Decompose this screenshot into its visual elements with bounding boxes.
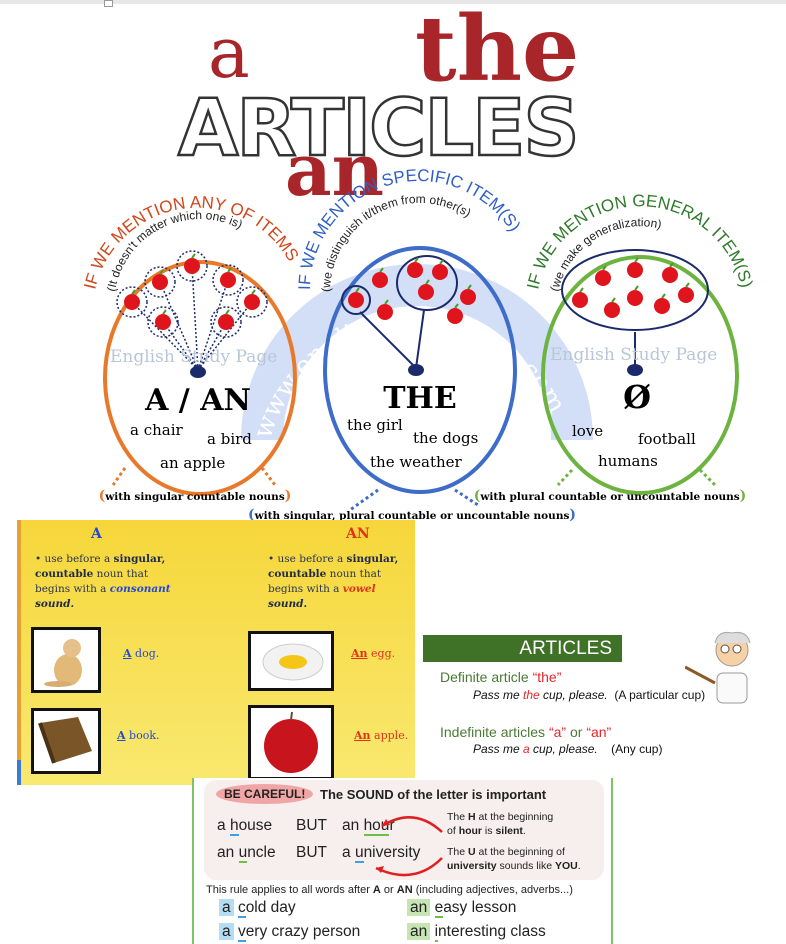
but-label: BUT <box>296 817 327 834</box>
dotted-connectors <box>111 467 717 512</box>
book-image <box>31 708 101 774</box>
example-an-egg: An egg. <box>351 647 396 660</box>
indefinite-heading: Indefinite articles “a” or “an” <box>440 724 612 740</box>
example: the girl <box>347 416 403 434</box>
apple-fan <box>116 250 268 371</box>
dot-icon <box>190 366 206 378</box>
apple-image <box>248 705 334 780</box>
example: an apple <box>160 454 225 472</box>
example-a-dog: A dog. <box>123 647 160 660</box>
example-uncle: an uncle <box>217 844 276 863</box>
be-careful-badge: BE CAREFUL! <box>216 784 314 804</box>
example: football <box>638 430 696 448</box>
articles-infographic: a the ARTICLES an www.englishstudypage.c… <box>80 0 756 523</box>
example-easy-lesson: an easy lesson <box>407 899 516 918</box>
an-heading: AN <box>346 526 370 542</box>
general-items-oval <box>541 255 739 495</box>
definite-heading: Definite article “the” <box>440 669 562 685</box>
example-crazy-person: a very crazy person <box>219 923 360 942</box>
definite-example: Pass me the cup, please. (A particular c… <box>473 688 706 702</box>
article-a-an: A / AN <box>144 383 251 418</box>
example-hour: an hour <box>342 817 395 836</box>
example-university: a university <box>342 844 421 863</box>
specific-items-oval <box>323 246 517 494</box>
brand-watermark: English Study Page <box>110 347 277 367</box>
a-an-panel: A AN • use before a singular, countable … <box>17 520 415 785</box>
title-articles: ARTICLES <box>178 84 578 174</box>
but-label: BUT <box>296 844 327 861</box>
watermark-arc <box>241 264 593 441</box>
indefinite-example: Pass me a cup, please. (Any cup) <box>473 742 663 756</box>
usage-note-specific: (with singular, plural countable or unco… <box>248 507 576 523</box>
professor-illustration <box>685 632 751 704</box>
title-an: an <box>285 127 384 212</box>
a-heading: A <box>91 526 102 542</box>
red-arrows <box>375 816 443 877</box>
dot-icon <box>408 364 424 376</box>
brand-watermark: English Study Page <box>550 345 717 365</box>
title-a: a <box>208 12 250 94</box>
top-strip <box>0 0 786 4</box>
a-rule: • use before a singular, countable noun … <box>35 553 171 610</box>
any-items-oval <box>103 260 297 496</box>
usage-note-general: (with plural countable or uncountable no… <box>474 488 747 504</box>
example: the dogs <box>413 429 478 447</box>
example: a bird <box>207 430 252 448</box>
example-house: a house <box>217 817 273 836</box>
article-zero: Ø <box>623 378 651 416</box>
title-the: the <box>415 0 579 102</box>
article-the: THE <box>383 381 457 416</box>
example-cold-day: a cold day <box>219 899 296 918</box>
example: the weather <box>370 453 463 471</box>
resize-handle[interactable] <box>104 0 113 7</box>
example-a-book: A book. <box>117 729 160 742</box>
example: love <box>572 422 603 440</box>
egg-image <box>248 631 334 691</box>
example: humans <box>598 452 658 470</box>
an-rule: • use before a singular, countable noun … <box>268 553 399 610</box>
dog-image <box>31 627 101 693</box>
articles-title: ARTICLES <box>423 635 622 662</box>
example-interesting-class: an interesting class <box>407 923 546 942</box>
sound-rule-panel: BE CAREFUL! The SOUND of the letter is i… <box>192 778 613 944</box>
example-an-apple: An apple. <box>354 729 409 742</box>
apples-any <box>123 253 261 331</box>
example: a chair <box>130 421 184 439</box>
sound-heading: The SOUND of the letter is important <box>320 787 547 802</box>
rule-applies: This rule applies to all words after A o… <box>206 884 573 896</box>
usage-note-any: (with singular countable nouns) <box>99 488 292 504</box>
dot-icon <box>627 364 643 376</box>
